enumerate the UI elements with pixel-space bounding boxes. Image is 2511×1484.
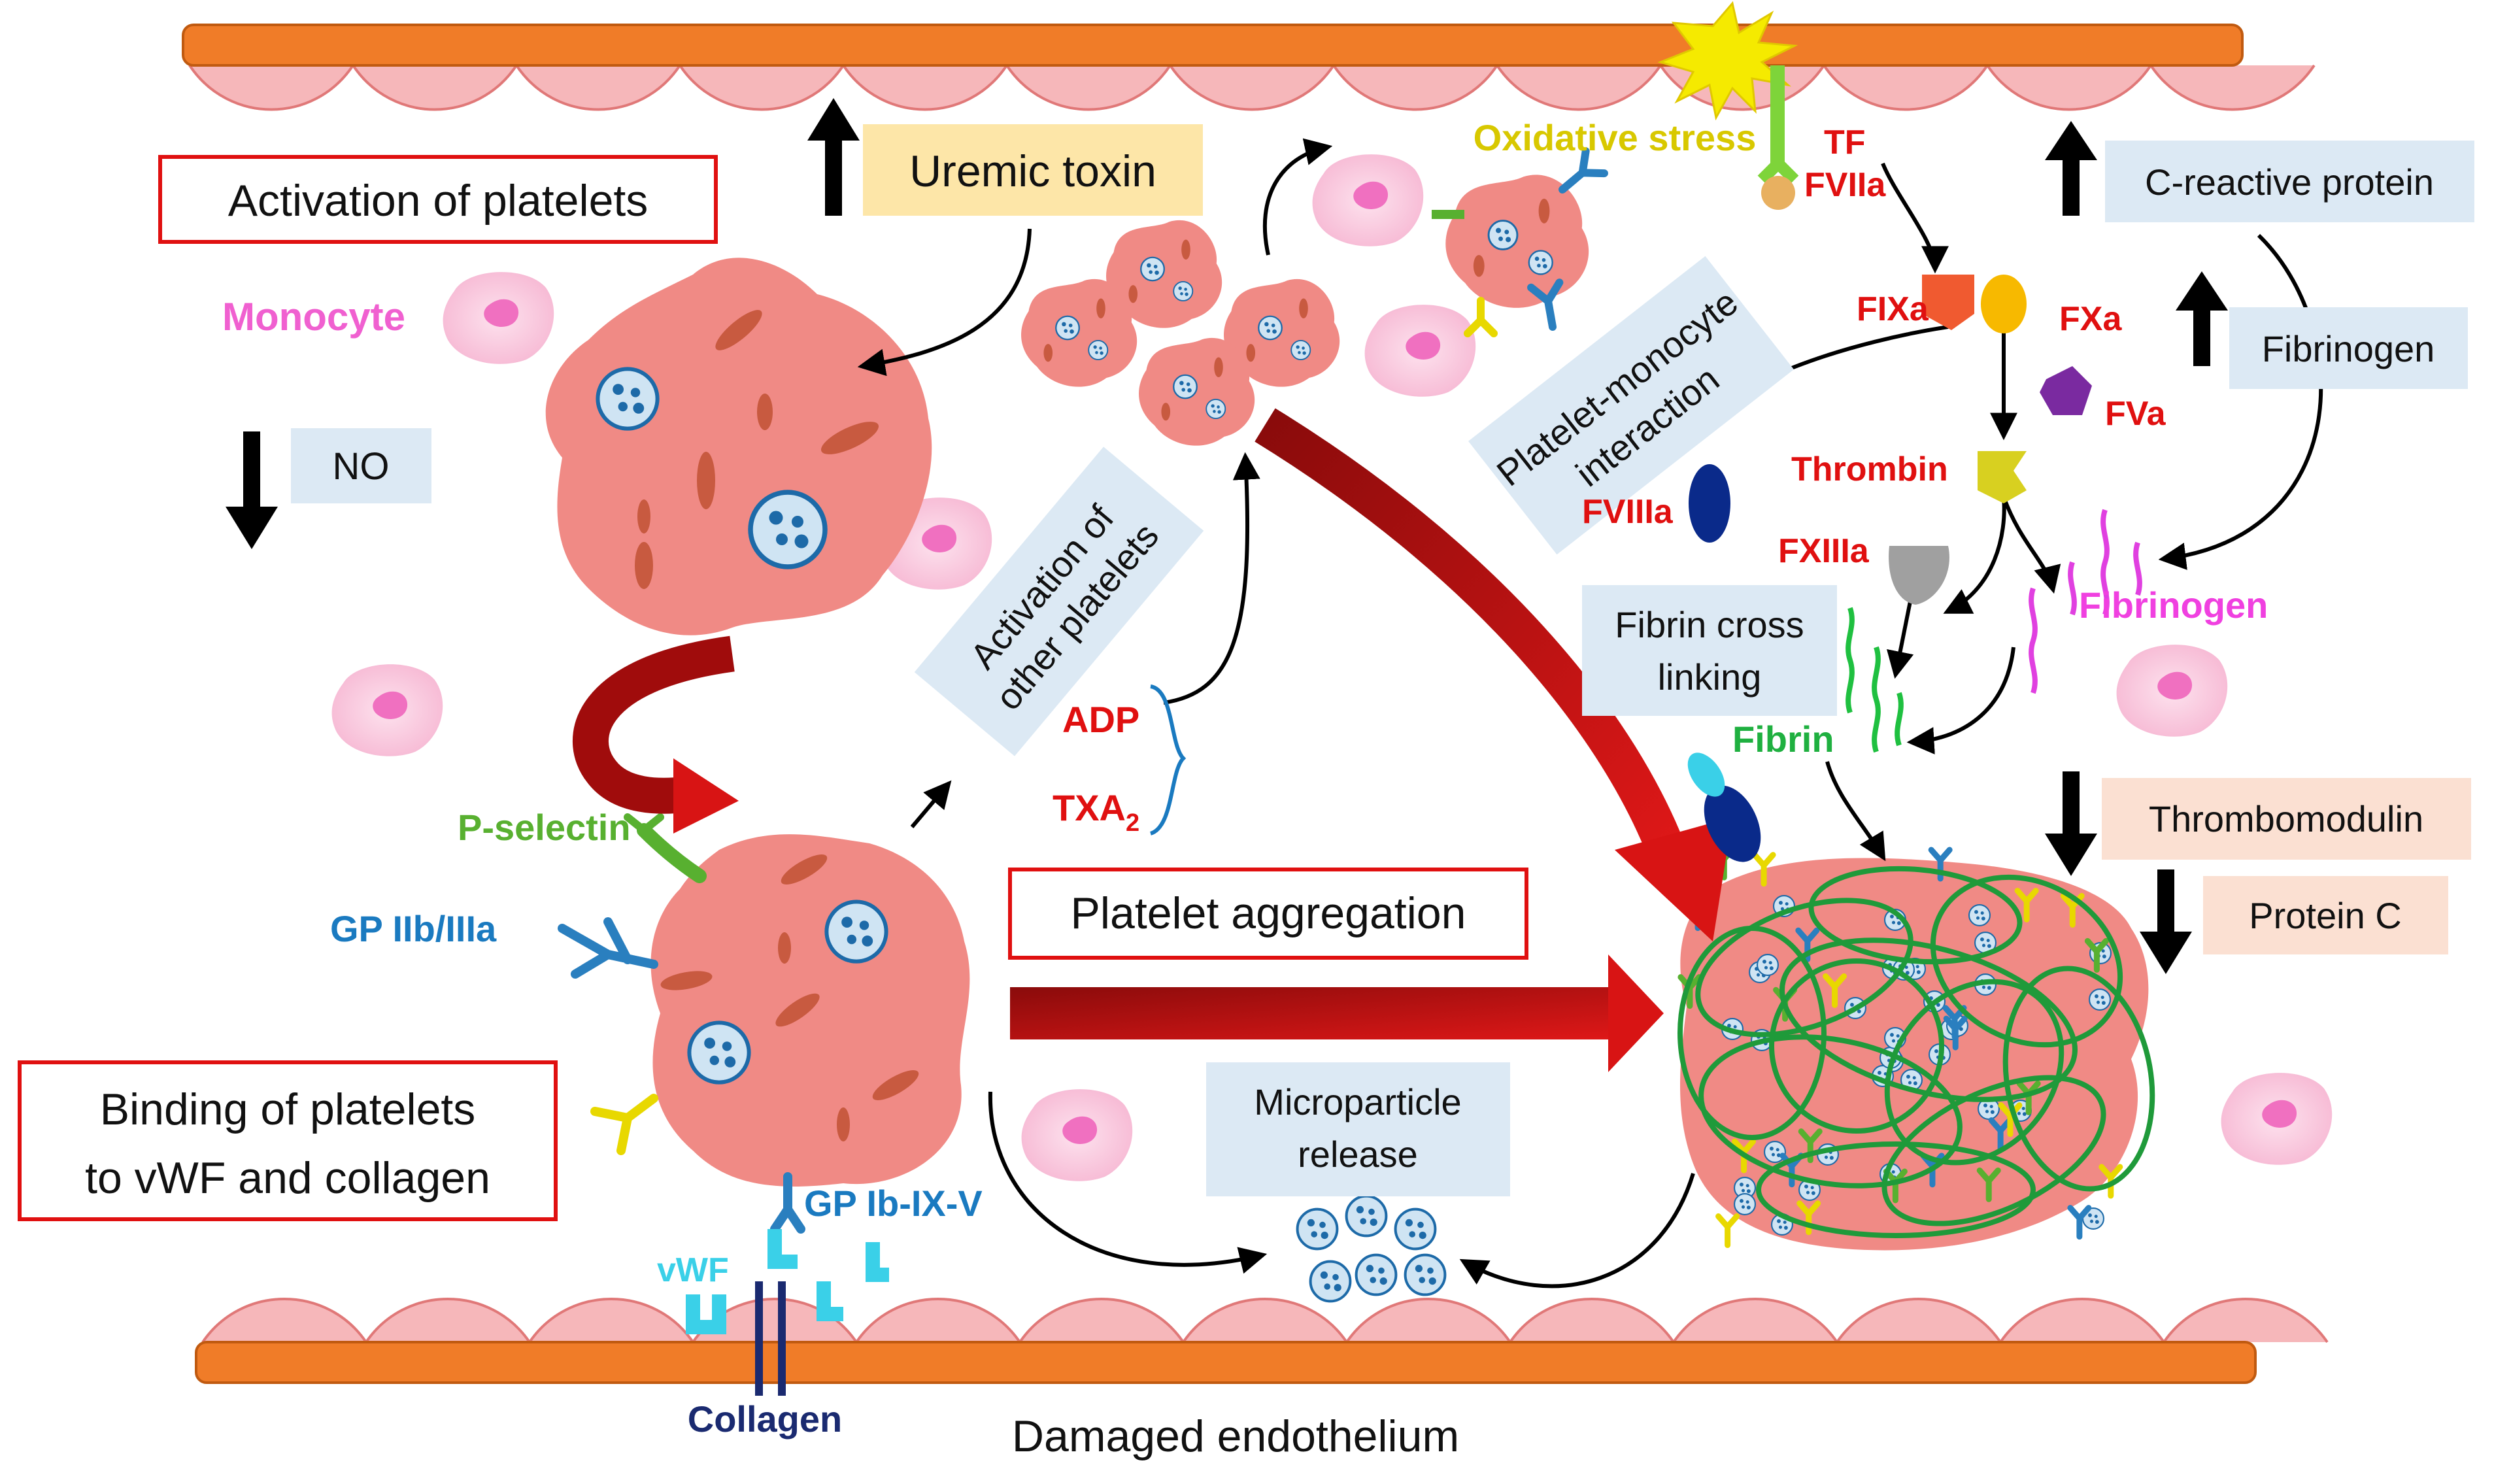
p-selectin-label: P-selectin (458, 807, 631, 848)
thrombin-label: Thrombin (1791, 450, 1948, 488)
fixa-label: FIXa (1857, 290, 1929, 328)
collagen-label: Collagen (688, 1398, 842, 1440)
bottom-vessel-wall (195, 1298, 2329, 1384)
adp-txa2-bracket (1149, 684, 1187, 835)
svg-text:Platelet aggregation: Platelet aggregation (1071, 888, 1466, 938)
aggregation-main-arrowhead (1608, 954, 1664, 1072)
fibrinogen-pink-label: Fibrinogen (2079, 584, 2268, 626)
svg-text:Microparticle: Microparticle (1254, 1081, 1461, 1122)
aggregation-main-arrow (1010, 987, 1638, 1039)
activation-curved-arrow (572, 635, 735, 814)
protein-c-box: Protein C (2203, 876, 2448, 954)
damaged-endothelium-label: Damaged endothelium (1012, 1411, 1459, 1461)
activation-curved-arrowhead (673, 758, 739, 834)
oxidative-stress-star (1657, 1, 1798, 121)
thrombus (1677, 845, 2155, 1251)
c-reactive-protein-box: C-reactive protein (2105, 141, 2474, 222)
monocyte-label: Monocyte (222, 295, 405, 339)
svg-text:Uremic toxin: Uremic toxin (909, 146, 1156, 196)
adhering-platelet (650, 834, 970, 1187)
svg-text:Fibrin cross: Fibrin cross (1615, 604, 1804, 645)
no-box: NO (291, 428, 431, 503)
factor-va-shape (2040, 366, 2092, 415)
arrow-down-thrombomodulin (2045, 771, 2097, 876)
gp-iib-iiia-label: GP IIb/IIIa (330, 908, 497, 949)
activation-of-platelets-box: Activation of platelets (158, 155, 718, 244)
factor-xiiia-shape (1889, 546, 1949, 605)
tf-label: TF (1824, 124, 1866, 161)
fxiiia-label: FXIIIa (1778, 532, 1870, 570)
svg-text:Activation of platelets: Activation of platelets (228, 176, 649, 226)
fibrin-label: Fibrin (1732, 718, 1834, 760)
monocyte-cell (1364, 305, 1476, 397)
svg-text:Thrombomodulin: Thrombomodulin (2149, 798, 2423, 839)
thrombomodulin-box: Thrombomodulin (2102, 778, 2471, 860)
platelet-aggregation-box: Platelet aggregation (1008, 868, 1528, 960)
oxidative-stress-label: Oxidative stress (1474, 117, 1757, 158)
gp-ib-ix-v-label: GP Ib-IX-V (804, 1183, 983, 1224)
p-selectin-receptor (637, 823, 707, 883)
top-vessel-wall (182, 24, 2316, 111)
microparticles (1298, 1196, 1445, 1302)
arrow-down-protein-c (2140, 869, 2192, 974)
arrow-up-crp (2045, 121, 2097, 216)
txa2-label: TXA2 (1053, 787, 1139, 837)
monocyte-cell (1312, 154, 1424, 246)
gp-iib-iiia-receptor (558, 917, 658, 979)
monocyte-cell (331, 664, 443, 756)
factor-ixa-shape (1922, 275, 1974, 330)
monocyte-cell (1021, 1089, 1133, 1181)
arrow-down-no (226, 431, 278, 549)
factor-viiia-shape (1689, 464, 1730, 543)
fibrin-strands (1845, 607, 1904, 753)
svg-text:NO: NO (333, 445, 390, 488)
trend-arrows (226, 98, 2228, 974)
svg-text:release: release (1298, 1134, 1418, 1175)
aggregating-platelets-cluster (1021, 220, 1340, 446)
svg-text:linking: linking (1658, 656, 1762, 698)
svg-text:Binding of platelets: Binding of platelets (100, 1085, 476, 1134)
yellow-receptor (590, 1094, 658, 1155)
svg-text:Protein C: Protein C (2249, 895, 2401, 936)
tissue-factor (1757, 65, 1799, 210)
activated-platelet-large (545, 258, 932, 635)
fibrin-cross-linking-box: Fibrin cross linking (1582, 585, 1837, 716)
monocyte-cell (2221, 1073, 2333, 1165)
gp-ib-ix-v-receptor (770, 1172, 805, 1234)
activation-other-platelets-box: Activation of other platelets (914, 447, 1204, 756)
factor-xa-shape (1981, 275, 2027, 333)
fibrinogen-box: Fibrinogen (2229, 307, 2468, 389)
vwf-label: vWF (657, 1251, 729, 1289)
aggregation-flow-arrow (1255, 408, 1693, 876)
arrow-up-fibrinogen (2176, 271, 2228, 366)
thrombin-shape (1978, 451, 2027, 503)
fva-label: FVa (2105, 395, 2166, 433)
binding-of-platelets-box: Binding of platelets to vWF and collagen (18, 1060, 558, 1221)
fviia-label: FVIIa (1804, 166, 1886, 204)
platelet-monocyte-cluster (1432, 151, 1604, 337)
adp-label: ADP (1062, 699, 1139, 740)
fviiia-label: FVIIIa (1582, 493, 1674, 531)
fibrinogen-strands (2029, 509, 2142, 694)
vwf-collagen (686, 1229, 889, 1396)
svg-text:C-reactive protein: C-reactive protein (2145, 161, 2434, 203)
svg-text:to vWF and collagen: to vWF and collagen (85, 1153, 490, 1203)
arrow-up-uremic (807, 98, 860, 216)
monocyte-cell (2116, 645, 2228, 737)
uremic-toxin-box: Uremic toxin (863, 124, 1203, 216)
fxa-label: FXa (2059, 300, 2122, 338)
platelet-fviiia-complex (1687, 752, 1761, 862)
svg-text:Fibrinogen: Fibrinogen (2262, 328, 2435, 369)
monocyte-cell (443, 272, 554, 364)
aggregation-flow-arrowhead (1615, 817, 1732, 941)
microparticle-release-box: Microparticle release (1206, 1062, 1510, 1196)
